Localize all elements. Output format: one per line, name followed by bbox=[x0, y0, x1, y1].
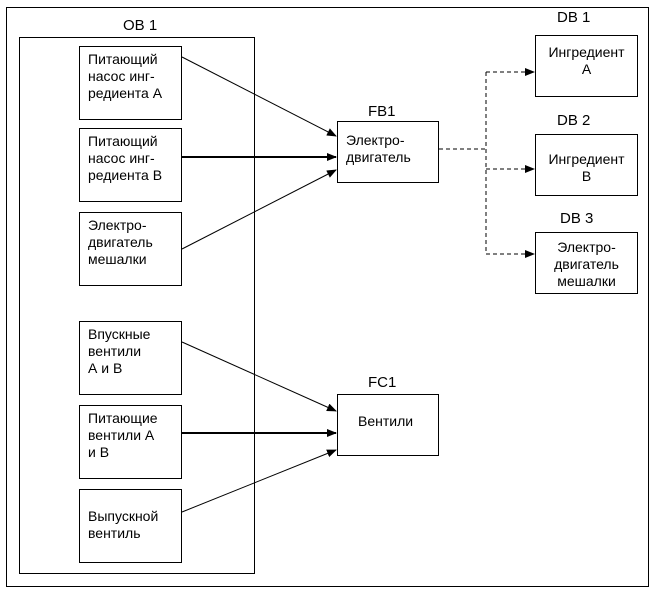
fb1-title: FB1 bbox=[368, 103, 396, 120]
ob-block-inlet-valves: Впускные вентили А и В bbox=[79, 321, 182, 395]
db3-block: Электро- двигатель мешалки bbox=[535, 232, 638, 294]
db3-title: DB 3 bbox=[560, 210, 594, 227]
ob-block-mixer-motor: Электро- двигатель мешалки bbox=[79, 212, 182, 286]
fb1-label: Электро- двигатель bbox=[346, 132, 411, 165]
fc1-label: Вентили bbox=[358, 413, 414, 429]
db2-label: Ингредиент B bbox=[548, 151, 625, 184]
ob-block-pump-a: Питающий насос инг- редиента А bbox=[79, 46, 182, 120]
arrow-mixer-to-fb1 bbox=[181, 169, 337, 250]
ob-block-pump-b: Питающий насос инг- редиента В bbox=[79, 128, 182, 202]
fb1-block: Электро- двигатель bbox=[337, 121, 439, 183]
ob-block-label: Питающие вентили А и В bbox=[88, 410, 158, 460]
ob-block-label: Питающий насос инг- редиента В bbox=[88, 133, 163, 183]
ob-title: OB 1 bbox=[123, 17, 158, 34]
ob-block-outlet-valve: Выпускной вентиль bbox=[79, 489, 182, 563]
ob-block-label: Питающий насос инг- редиента А bbox=[88, 51, 163, 101]
arrow-pump-a-to-fb1 bbox=[181, 56, 337, 137]
db1-title: DB 1 bbox=[557, 9, 591, 26]
db2-title: DB 2 bbox=[557, 112, 591, 129]
ob-block-label: Впускные вентили А и В bbox=[88, 326, 151, 376]
db1-label: Ингредиент A bbox=[548, 44, 625, 77]
fc1-title: FC1 bbox=[368, 374, 397, 391]
ob-block-label: Выпускной вентиль bbox=[88, 508, 159, 541]
ob-block-feed-valves: Питающие вентили А и В bbox=[79, 405, 182, 479]
db2-block: Ингредиент B bbox=[535, 134, 638, 196]
db3-label: Электро- двигатель мешалки bbox=[554, 239, 619, 289]
arrow-outlet-valve-to-fc1 bbox=[181, 449, 337, 513]
db1-block: Ингредиент A bbox=[535, 35, 638, 97]
arrow-inlet-valves-to-fc1 bbox=[181, 341, 337, 412]
ob1-container bbox=[19, 37, 255, 574]
diagram-frame bbox=[6, 7, 649, 587]
fc1-block: Вентили bbox=[337, 394, 439, 456]
ob-block-label: Электро- двигатель мешалки bbox=[88, 217, 153, 267]
